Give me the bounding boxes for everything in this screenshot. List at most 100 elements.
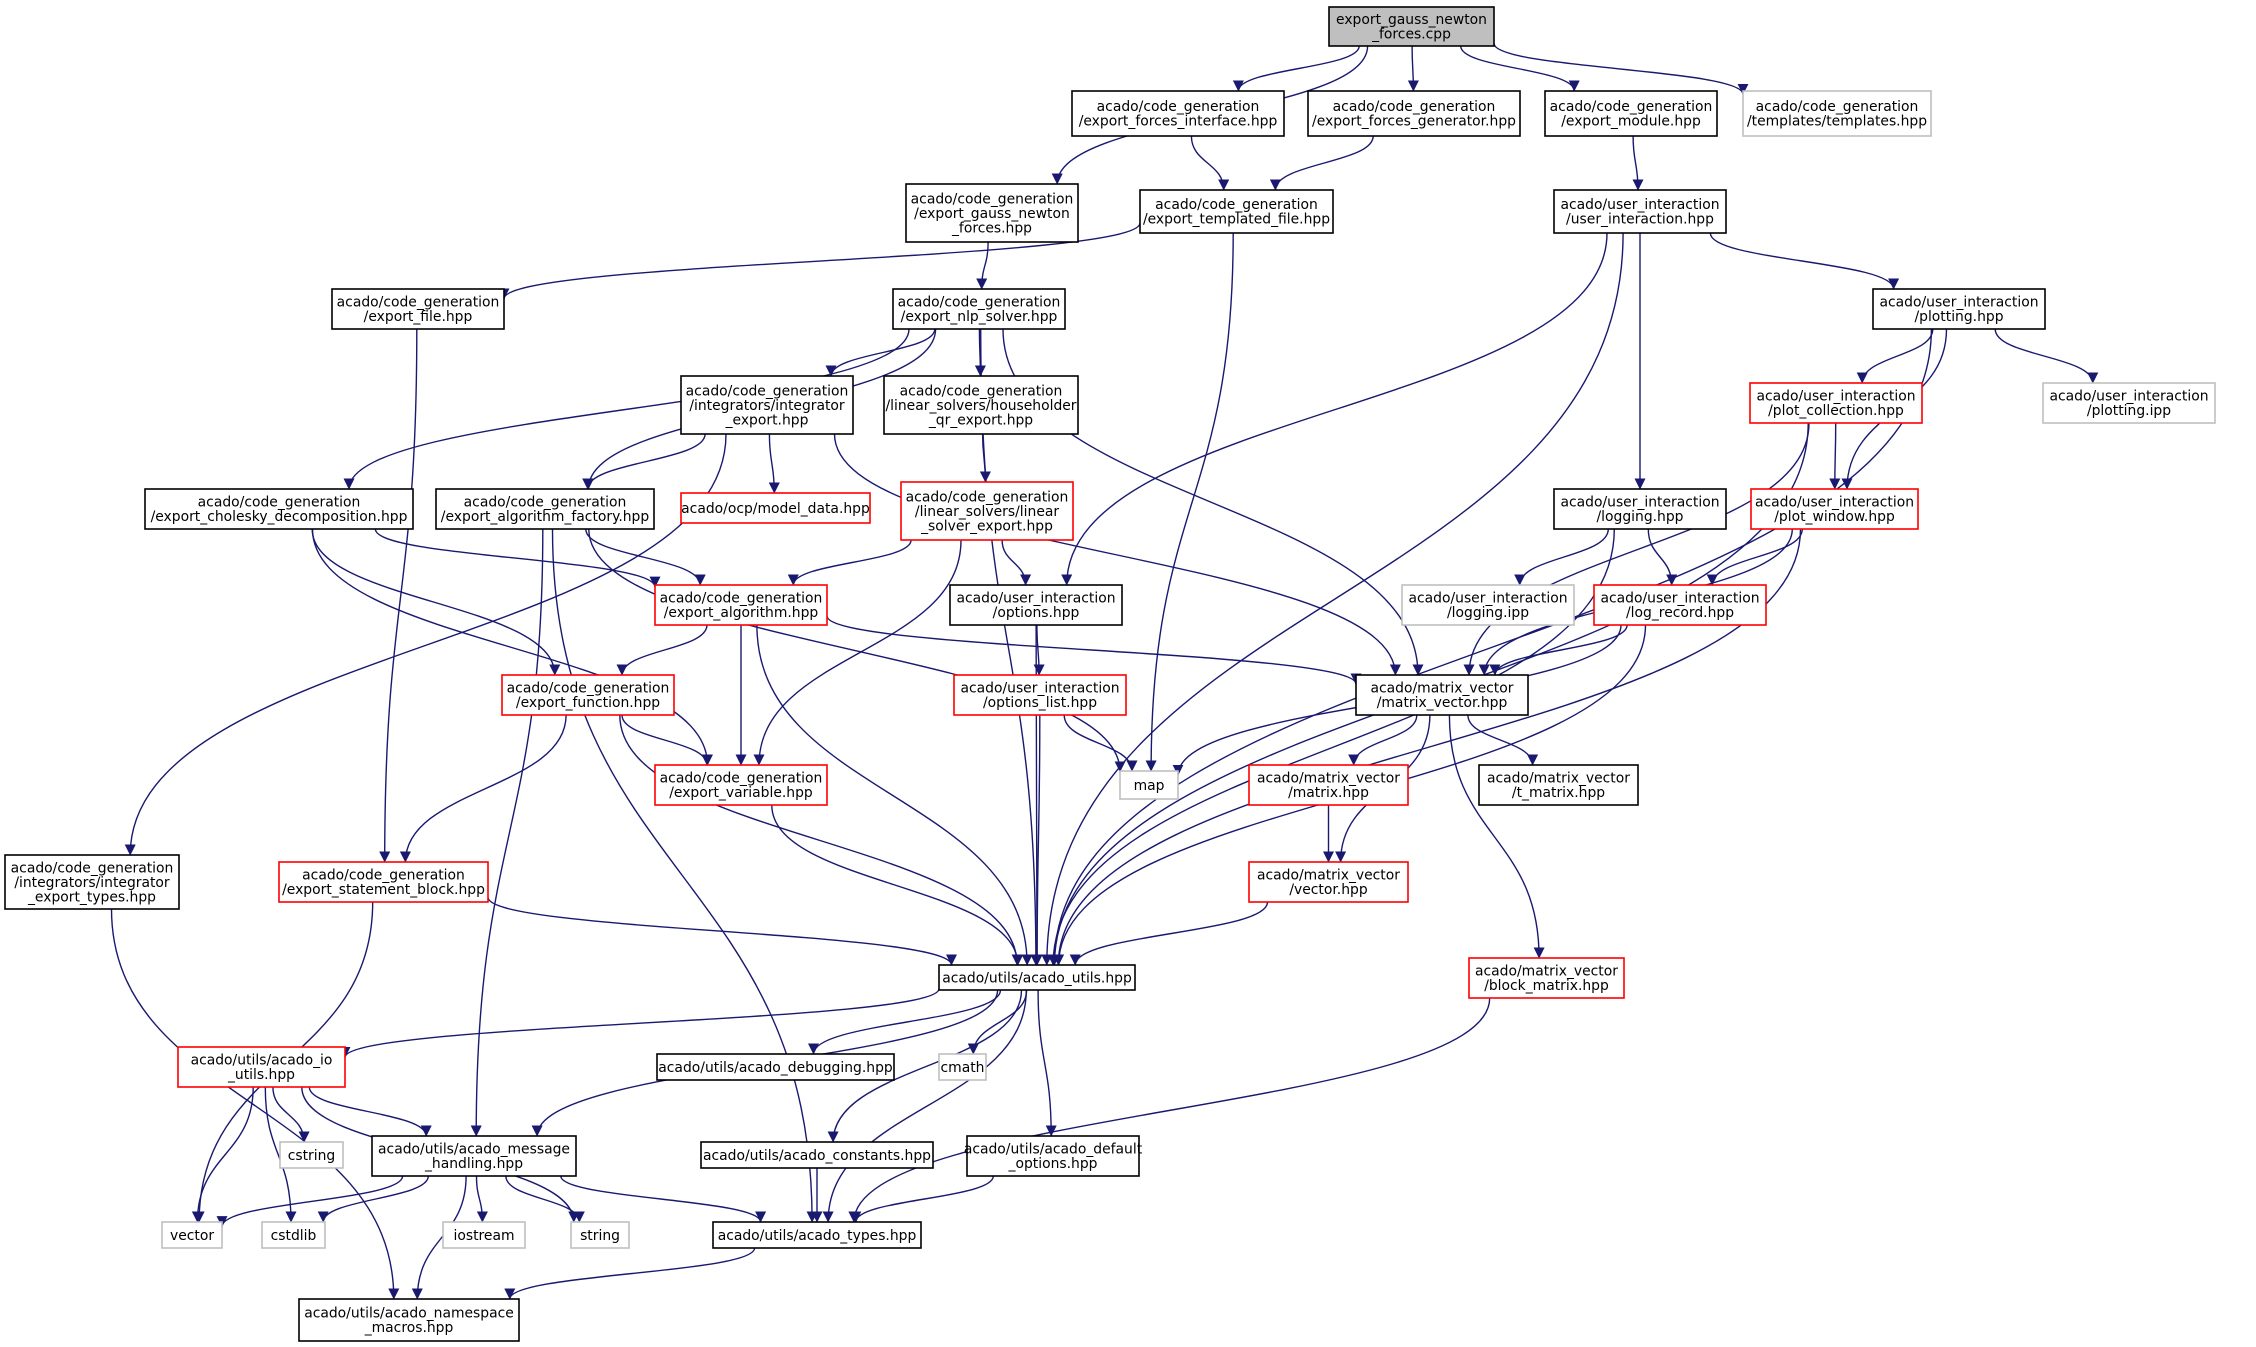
node-label: acado/code_generation <box>660 771 823 787</box>
node-ealg[interactable]: acado/code_generation/export_algorithm.h… <box>654 584 828 626</box>
node-esb[interactable]: acado/code_generation/export_statement_b… <box>278 861 489 903</box>
node-acon[interactable]: acado/utils/acado_constants.hpp <box>700 1141 934 1169</box>
node-box <box>442 1221 526 1249</box>
node-label: acado/user_interaction <box>956 591 1115 607</box>
node-amh[interactable]: acado/utils/acado_message_handling.hpp <box>371 1135 577 1177</box>
node-tmat[interactable]: acado/matrix_vector/t_matrix.hpp <box>1478 764 1639 806</box>
node-label: /export_file.hpp <box>364 309 473 325</box>
node-adbg[interactable]: acado/utils/acado_debugging.hpp <box>656 1053 895 1081</box>
node-label: export_gauss_newton <box>1336 12 1487 28</box>
edge-efg-to-etf <box>1269 135 1374 191</box>
node-echol[interactable]: acado/code_generation/export_cholesky_de… <box>144 488 414 530</box>
node-pipp[interactable]: acado/user_interaction/plotting.ipp <box>2042 382 2216 424</box>
node-label: acado/code_generation <box>911 191 1074 207</box>
node-box <box>570 1221 630 1249</box>
node-plot[interactable]: acado/user_interaction/plotting.hpp <box>1872 288 2046 330</box>
node-egnf[interactable]: acado/code_generation/export_gauss_newto… <box>905 183 1079 243</box>
node-atyp[interactable]: acado/utils/acado_types.hpp <box>712 1221 922 1249</box>
node-label: acado/utils/acado_io <box>191 1053 333 1069</box>
node-label: string <box>580 1228 620 1244</box>
node-opt[interactable]: acado/user_interaction/options.hpp <box>949 584 1123 626</box>
node-map[interactable]: map <box>1119 770 1179 800</box>
edge-echol-to-ealg <box>374 528 661 588</box>
node-label: /export_module.hpp <box>1561 114 1701 130</box>
node-box <box>1750 488 1919 530</box>
node-efi[interactable]: acado/code_generation/export_forces_inte… <box>1071 90 1285 137</box>
edge-aio-to-vector <box>191 1086 254 1223</box>
node-string[interactable]: string <box>570 1221 630 1249</box>
node-box <box>1307 90 1521 137</box>
edge-bmat-to-atyp <box>848 997 1491 1223</box>
node-label: acado/user_interaction <box>1755 495 1914 511</box>
node-ans[interactable]: acado/utils/acado_namespace_macros.hpp <box>298 1298 520 1342</box>
node-eaf[interactable]: acado/code_generation/export_algorithm_f… <box>435 488 655 530</box>
edge-plot-to-pcol <box>1856 328 1934 384</box>
node-label: /plotting.ipp <box>2087 403 2171 419</box>
node-lse[interactable]: acado/code_generation/linear_solvers/lin… <box>900 481 1074 541</box>
node-olist[interactable]: acado/user_interaction/options_list.hpp <box>953 674 1127 716</box>
node-box <box>1553 488 1727 530</box>
node-evar[interactable]: acado/code_generation/export_variable.hp… <box>654 764 828 806</box>
node-pwin[interactable]: acado/user_interaction/plot_window.hpp <box>1750 488 1919 530</box>
node-label: cmath <box>941 1060 985 1076</box>
node-etf[interactable]: acado/code_generation/export_templated_f… <box>1139 189 1334 234</box>
node-box <box>161 1221 223 1249</box>
node-box <box>1742 90 1932 137</box>
node-vec[interactable]: acado/matrix_vector/vector.hpp <box>1248 861 1409 903</box>
node-ui[interactable]: acado/user_interaction/user_interaction.… <box>1553 189 1727 234</box>
node-label: acado/code_generation <box>11 860 174 876</box>
node-aio[interactable]: acado/utils/acado_io_utils.hpp <box>177 1046 346 1088</box>
node-root[interactable]: export_gauss_newton_forces.cpp <box>1328 6 1495 47</box>
node-label: iostream <box>453 1228 514 1244</box>
node-lipp[interactable]: acado/user_interaction/logging.ipp <box>1401 584 1575 626</box>
node-label: acado/utils/acado_message <box>378 1142 570 1158</box>
node-iet[interactable]: acado/code_generation/integrators/integr… <box>4 854 180 910</box>
node-efg[interactable]: acado/code_generation/export_forces_gene… <box>1307 90 1521 137</box>
node-pcol[interactable]: acado/user_interaction/plot_collection.h… <box>1749 382 1923 424</box>
node-bmat[interactable]: acado/matrix_vector/block_matrix.hpp <box>1468 957 1625 999</box>
node-label: /user_interaction.hpp <box>1566 212 1714 228</box>
node-cstdlib[interactable]: cstdlib <box>261 1221 326 1249</box>
node-label: /export_forces_interface.hpp <box>1079 114 1278 130</box>
node-box <box>1248 861 1409 903</box>
node-label: acado/code_generation <box>1550 99 1713 115</box>
node-iexp[interactable]: acado/code_generation/integrators/integr… <box>680 375 854 435</box>
node-hqr[interactable]: acado/code_generation/linear_solvers/hou… <box>883 375 1079 435</box>
node-label: _options.hpp <box>1008 1156 1098 1172</box>
node-label: acado/code_generation <box>660 591 823 607</box>
node-label: acado/ocp/model_data.hpp <box>681 501 870 517</box>
edge-efun-to-au <box>619 714 1023 966</box>
node-enlp[interactable]: acado/code_generation/export_nlp_solver.… <box>892 288 1066 330</box>
node-label: /export_cholesky_decomposition.hpp <box>151 509 408 525</box>
node-box <box>966 1135 1140 1177</box>
node-cmath[interactable]: cmath <box>938 1053 987 1081</box>
node-box <box>1139 189 1334 234</box>
edge-iexp-to-omd <box>768 433 780 494</box>
node-iostream[interactable]: iostream <box>442 1221 526 1249</box>
node-box <box>1328 6 1495 47</box>
node-box <box>900 481 1074 541</box>
node-mat[interactable]: acado/matrix_vector/matrix.hpp <box>1248 764 1409 806</box>
node-box <box>1593 584 1767 626</box>
node-cstring[interactable]: cstring <box>279 1141 344 1169</box>
node-label: /integrators/integrator <box>689 398 845 414</box>
node-ef[interactable]: acado/code_generation/export_file.hpp <box>331 288 505 330</box>
node-label: /logging.ipp <box>1447 605 1529 621</box>
node-tmpl[interactable]: acado/code_generation/templates/template… <box>1742 90 1932 137</box>
node-emod[interactable]: acado/code_generation/export_module.hpp <box>1544 90 1718 137</box>
node-adef[interactable]: acado/utils/acado_default_options.hpp <box>964 1135 1143 1177</box>
edge-au-to-atyp <box>822 989 1027 1223</box>
node-mv[interactable]: acado/matrix_vector/matrix_vector.hpp <box>1355 674 1529 716</box>
edge-log-to-au <box>1047 528 1615 966</box>
node-log[interactable]: acado/user_interaction/logging.hpp <box>1553 488 1727 530</box>
edge-lse-to-evar <box>753 539 962 766</box>
node-box <box>680 492 871 524</box>
node-vector[interactable]: vector <box>161 1221 223 1249</box>
node-omd[interactable]: acado/ocp/model_data.hpp <box>680 492 871 524</box>
node-label: /log_record.hpp <box>1626 605 1734 621</box>
edge-amh-to-atyp <box>560 1175 767 1223</box>
node-lrec[interactable]: acado/user_interaction/log_record.hpp <box>1593 584 1767 626</box>
node-box <box>949 584 1123 626</box>
node-au[interactable]: acado/utils/acado_utils.hpp <box>938 964 1136 991</box>
node-efun[interactable]: acado/code_generation/export_function.hp… <box>501 674 675 716</box>
